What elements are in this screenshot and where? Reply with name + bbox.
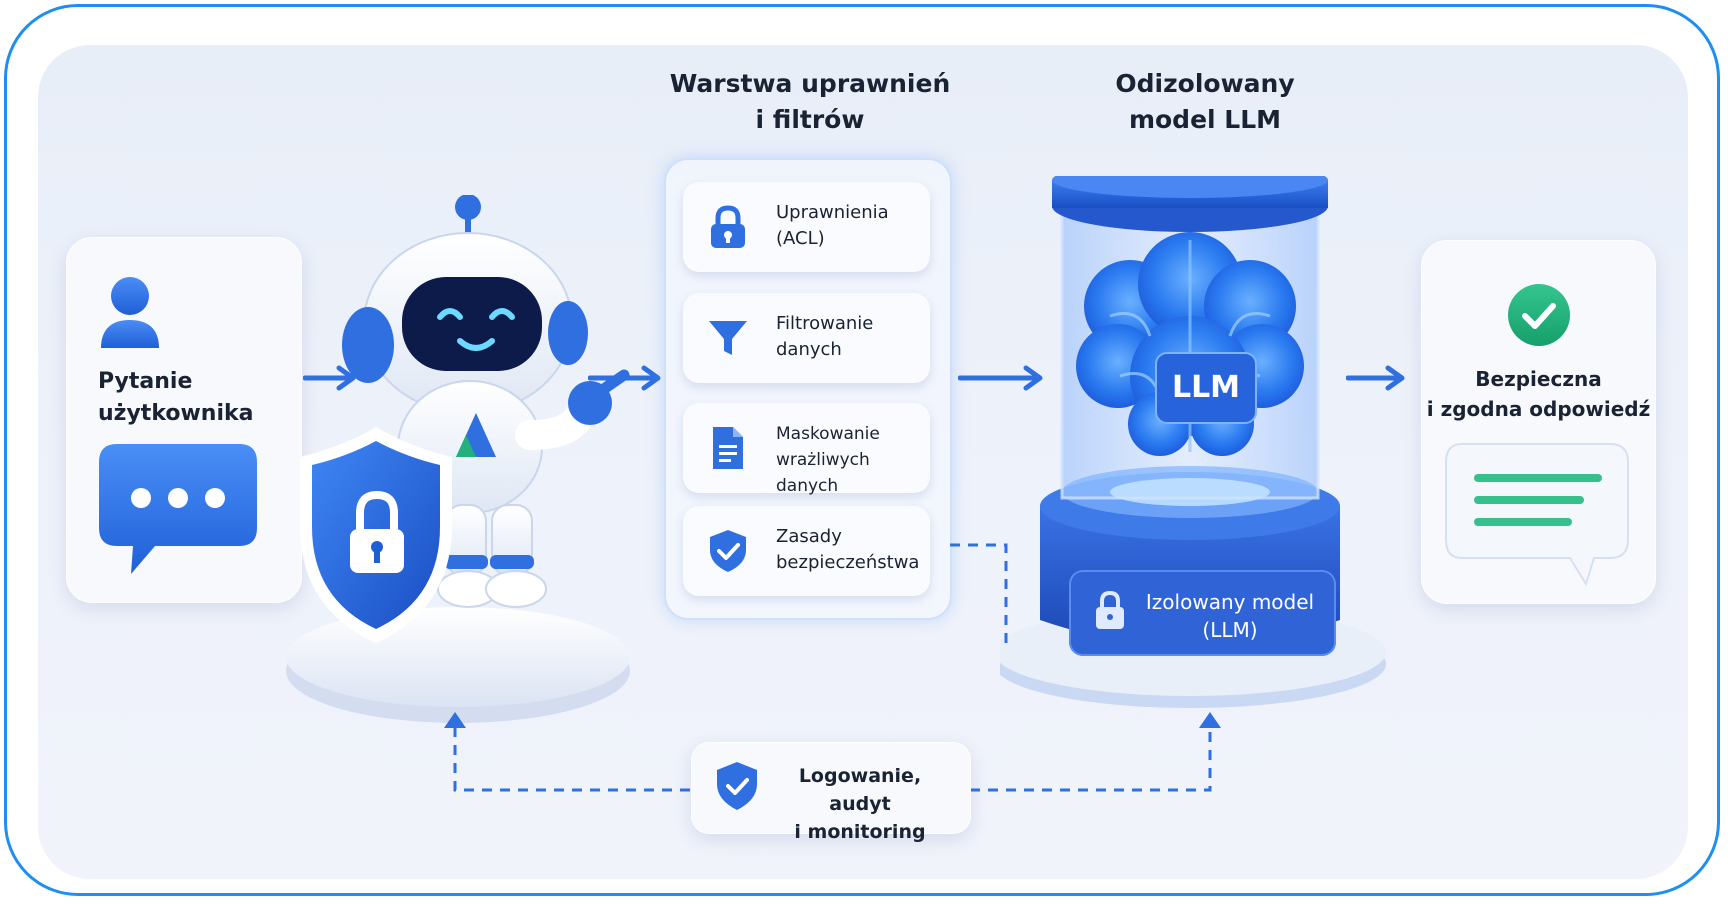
logging-label: Logowanie, audyt i monitoring [770, 762, 950, 846]
logging-shield-icon [714, 760, 760, 812]
